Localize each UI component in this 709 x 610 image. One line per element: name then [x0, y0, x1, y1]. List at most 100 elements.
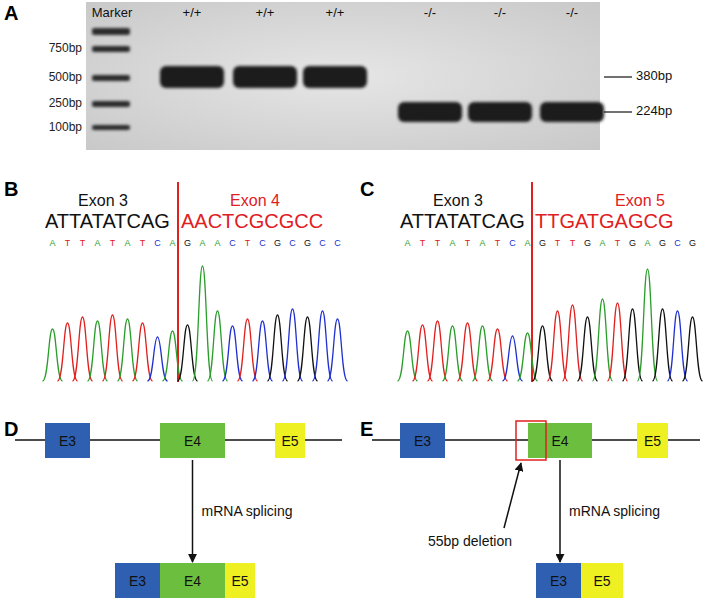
exon-box: E3 [536, 563, 581, 598]
exon-box: E5 [275, 423, 305, 458]
exon-label: Exon 5 [615, 192, 665, 210]
trace-peak [163, 331, 183, 381]
junction-line [177, 182, 179, 382]
trace-peak [313, 311, 333, 381]
lane-label: +/+ [183, 6, 202, 21]
trace-peak [43, 329, 63, 381]
size-label: 250bp [49, 97, 82, 111]
exon-label: E4 [184, 433, 201, 449]
exon-label: E3 [414, 433, 431, 449]
trace-peak [118, 319, 138, 381]
ladder-bands [92, 28, 130, 130]
exon-label: E3 [59, 433, 76, 449]
trace-peak [428, 321, 448, 381]
size-label: 750bp [49, 42, 82, 56]
exon-label: E3 [550, 573, 567, 589]
lane-label: +/+ [326, 6, 345, 21]
trace-peak [133, 323, 153, 381]
lane-label: Marker [92, 6, 132, 21]
panel-letter: D [4, 418, 18, 441]
trace-peak [518, 333, 538, 381]
splicing-arrow [192, 460, 194, 562]
exon-label: E5 [644, 433, 661, 449]
sequence: TTGATGAGCG [535, 210, 674, 233]
trace-peak [668, 311, 688, 381]
base-calls: ATTATATCAGTTGATGAGCG [400, 238, 700, 248]
exon-box: E3 [400, 423, 445, 458]
size-tick [604, 111, 632, 112]
panel-letter: B [4, 178, 18, 201]
trace-peak [623, 309, 643, 381]
trace-peak [473, 326, 493, 381]
deletion-box [516, 421, 546, 460]
trace-peak [488, 329, 508, 381]
size-label: 380bp [636, 69, 672, 84]
panel-letter: C [360, 178, 374, 201]
exon-label: Exon 3 [78, 192, 128, 210]
lane-label: +/+ [256, 6, 275, 21]
sample-bands [160, 66, 604, 122]
trace-peak [653, 309, 673, 381]
chromatogram [43, 266, 703, 381]
size-label: 100bp [49, 121, 82, 135]
exon-label: Exon 4 [230, 192, 280, 210]
exon-label: E4 [184, 573, 201, 589]
trace-peak [253, 321, 273, 381]
exon-label: Exon 3 [433, 192, 483, 210]
trace-peak [533, 326, 553, 381]
trace-peak [283, 309, 303, 381]
trace-peak [238, 319, 258, 381]
trace-peak [548, 311, 568, 381]
size-label: 500bp [49, 71, 82, 85]
leader-arrow [504, 463, 521, 528]
panel-letter: E [360, 418, 373, 441]
sequence: ATTATATCAG [45, 210, 170, 233]
edge-label: mRNA splicing [200, 503, 295, 519]
trace-peak [148, 337, 168, 381]
exon-label: E5 [231, 573, 248, 589]
trace-peak [503, 336, 523, 381]
exon-label: E5 [281, 433, 298, 449]
base-calls: ATTATATCAGAACTCGCGCC [45, 238, 345, 248]
trace-peak [58, 323, 78, 381]
sequence: ATTATATCAG [400, 210, 525, 233]
trace-peak [458, 323, 478, 381]
exon-label: E4 [551, 433, 568, 449]
trace-peak [103, 315, 123, 381]
trace-peak [208, 311, 228, 381]
size-label: 224bp [636, 104, 672, 119]
trace-peak [398, 331, 418, 381]
trace-peak [88, 321, 108, 381]
trace-peak [578, 317, 598, 381]
trace-peak [223, 326, 243, 381]
size-tick [604, 76, 632, 77]
trace-peak [683, 317, 703, 381]
trace-peak [443, 326, 463, 381]
edge-label: mRNA splicing [567, 503, 662, 519]
trace-peak [193, 266, 213, 381]
lane-label: -/- [566, 6, 578, 21]
panel-letter: A [4, 2, 18, 25]
exon-label: E5 [593, 573, 610, 589]
splicing-arrow [559, 460, 561, 562]
exon-box: E4 [160, 423, 225, 458]
trace-peak [413, 325, 433, 381]
exon-box: E5 [225, 563, 255, 598]
lane-label: -/- [494, 6, 506, 21]
trace-peak [73, 317, 93, 381]
trace-peak [608, 303, 628, 381]
trace-peak [563, 305, 583, 381]
trace-peak [593, 299, 613, 381]
trace-peak [328, 319, 348, 381]
exon-box: E3 [115, 563, 160, 598]
exon-box: E4 [528, 423, 592, 458]
callout-label: 55bp deletion [428, 533, 512, 549]
trace-peak [298, 317, 318, 381]
exon-box: E5 [581, 563, 623, 598]
trace-peak [268, 315, 288, 381]
exon-box: E3 [45, 423, 90, 458]
sequence: AACTCGCGCC [181, 210, 323, 233]
lane-label: -/- [424, 6, 436, 21]
exon-box: E4 [160, 563, 225, 598]
